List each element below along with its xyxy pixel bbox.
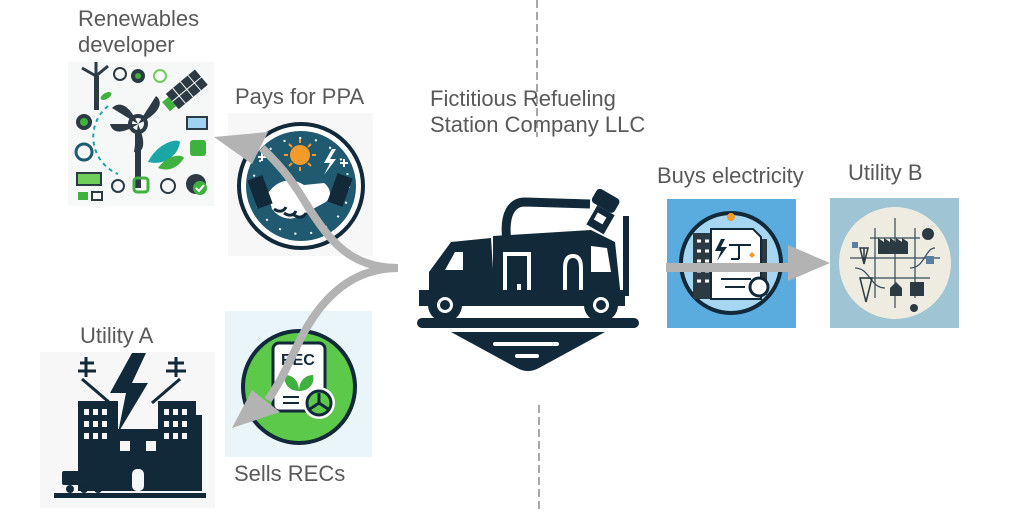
company-title-line2: Station Company LLC	[430, 112, 646, 137]
renewables-label-line1: Renewables	[78, 6, 200, 31]
handshake-sun-icon	[228, 113, 373, 256]
renewables-label-line2: developer	[78, 32, 175, 57]
company-title: Fictitious Refueling Station Company LLC	[430, 86, 645, 138]
rec-certificate-icon: REC	[225, 311, 372, 457]
renewables-collage-icon	[68, 62, 214, 206]
fuel-truck-icon	[415, 172, 640, 372]
utility-a-label: Utility A	[80, 323, 154, 348]
buys-electricity-label: Buys electricity	[657, 163, 804, 188]
sells-recs-label: Sells RECs	[234, 461, 346, 486]
renewables-developer-label: Renewables developer	[78, 6, 199, 58]
utility-b-label: Utility B	[848, 160, 923, 185]
power-building-icon	[40, 352, 215, 508]
electricity-contract-icon	[667, 199, 796, 328]
pays-ppa-label: Pays for PPA	[235, 84, 365, 109]
company-title-line1: Fictitious Refueling	[430, 86, 616, 111]
grid-network-icon	[830, 198, 959, 328]
rec-badge-text: REC	[281, 352, 315, 369]
